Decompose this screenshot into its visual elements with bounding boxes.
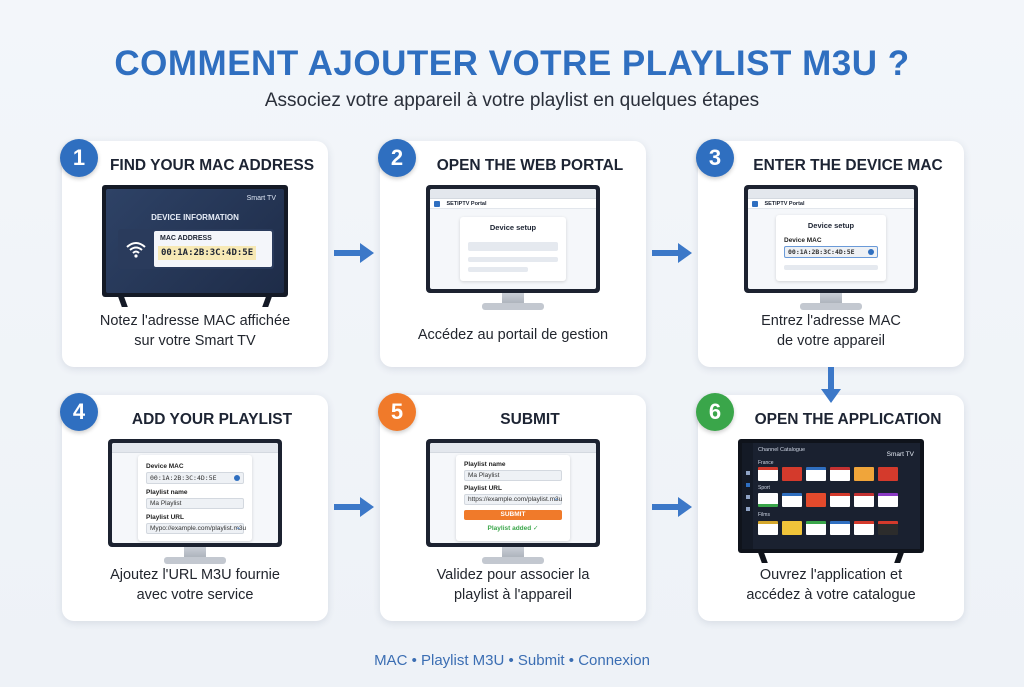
arrow-right-icon [652,497,692,517]
step-card-3: 3 ENTER THE DEVICE MAC SETIPTV Portal De… [696,139,964,367]
step-caption: Notez l'adresse MAC affichée sur votre S… [99,313,291,349]
portal-app-name: SETIPTV Portal [446,201,487,207]
link-icon: ⌁ [236,526,240,532]
channel-tile[interactable] [854,521,874,535]
smart-tv-illustration: Smart TV DEVICE INFORMATION MAC ADDRESS … [102,185,288,307]
channel-tile[interactable] [806,467,826,481]
channel-tile[interactable] [806,493,826,507]
arrow-down-icon [821,367,841,403]
step-heading: ADD YOUR PLAYLIST [131,411,293,428]
playlist-url-label: Playlist URL [146,514,184,521]
playlist-name-label: Playlist name [464,461,506,468]
step-number-badge: 2 [378,139,416,177]
channel-tile[interactable] [878,493,898,507]
arrow-right-icon [334,497,374,517]
step-card-4: 4 ADD YOUR PLAYLIST Device MAC 00:1A:2B:… [60,393,328,621]
channel-tile[interactable] [782,521,802,535]
channel-tile[interactable] [878,467,898,481]
channel-row [758,467,898,481]
arrow-right-icon [652,243,692,263]
step-number-badge: 1 [60,139,98,177]
playlist-name-field[interactable]: Ma Playlist [146,498,244,509]
playlist-url-label: Playlist URL [464,485,502,492]
step-number-badge: 3 [696,139,734,177]
playlist-url-field[interactable]: Mypo://example.com/playlist.m3u ⌁ [146,523,246,534]
submit-button[interactable]: SUBMIT [464,510,562,520]
step-caption: Ajoutez l'URL M3U fournie avec votre ser… [110,567,280,603]
channel-tile[interactable] [830,467,850,481]
step-number-badge: 6 [696,393,734,431]
page-subtitle: Associez votre appareil à votre playlist… [264,90,760,111]
channel-tile[interactable] [854,467,874,481]
channel-tile[interactable] [830,521,850,535]
tv-brand-label: Smart TV [246,195,276,202]
section-label: Sport [758,485,770,491]
channel-tile[interactable] [758,467,778,481]
device-mac-field[interactable]: 00:1A:2B:3C:4D:5E [784,246,878,258]
step-heading: OPEN THE WEB PORTAL [436,157,624,174]
channel-tile[interactable] [878,521,898,535]
step-heading: OPEN THE APPLICATION [754,411,942,428]
device-setup-heading: Device setup [807,221,855,230]
channel-tile[interactable] [830,493,850,507]
step-caption: Accédez au portail de gestion [417,327,609,343]
channel-tile[interactable] [758,493,778,507]
arrow-right-icon [334,243,374,263]
device-setup-heading: Device setup [489,223,537,232]
step-card-1: 1 FIND YOUR MAC ADDRESS Smart TV DEVICE … [60,139,328,367]
step-heading: FIND YOUR MAC ADDRESS [109,157,315,174]
check-circle-icon [868,249,874,255]
step-caption: Validez pour associer la playlist à l'ap… [436,567,590,603]
step-caption: Ouvrez l'application et accédez à votre … [746,567,916,603]
catalogue-sidebar [742,443,753,549]
mac-address-value: 00:1A:2B:3C:4D:5E [158,246,257,260]
wifi-icon [124,237,148,261]
computer-monitor: SETIPTV Portal Device setup Device MAC 0… [744,185,918,313]
computer-monitor: Device MAC 00:1A:2B:3C:4D:5E Playlist na… [108,439,282,567]
device-mac-label: Device MAC [146,463,184,470]
playlist-name-label: Playlist name [146,489,188,496]
step-card-6: 6 OPEN THE APPLICATION Channel Catalogue… [696,393,964,621]
catalogue-header: Channel Catalogue [758,447,806,453]
playlist-added-status: Playlist added ✓ [487,525,539,532]
channel-row [758,521,898,535]
channel-tile[interactable] [782,467,802,481]
check-circle-icon [234,475,240,481]
step-number-badge: 4 [60,393,98,431]
portal-logo-icon [434,201,440,207]
computer-monitor: Playlist name Ma Playlist Playlist URL h… [426,439,600,567]
channel-tile[interactable] [782,493,802,507]
step-heading: ENTER THE DEVICE MAC [753,157,943,174]
tv-brand-label: Smart TV [886,451,914,458]
portal-app-name: SETIPTV Portal [764,201,805,207]
channel-tile[interactable] [854,493,874,507]
smart-tv-catalogue-illustration: Channel Catalogue Smart TV France Sport [738,439,924,563]
section-label: Films [758,512,770,518]
mac-info-box: MAC ADDRESS 00:1A:2B:3C:4D:5E [118,229,274,269]
channel-tile[interactable] [758,521,778,535]
step-heading: SUBMIT [500,411,560,428]
channel-row [758,493,898,507]
mac-address-label: MAC ADDRESS [160,235,212,242]
playlist-url-field[interactable]: https://example.com/playlist.m3u ⌁ [464,494,562,505]
page-title: COMMENT AJOUTER VOTRE PLAYLIST M3U ? [114,44,910,83]
device-mac-field[interactable]: 00:1A:2B:3C:4D:5E [146,472,244,484]
link-icon: ⌁ [554,497,558,503]
step-number-badge: 5 [378,393,416,431]
computer-monitor: SETIPTV Portal Device setup [426,185,600,313]
step-caption: Entrez l'adresse MAC de votre appareil [761,313,901,349]
section-label: France [758,460,774,466]
footer-tagline: MAC • Playlist M3U • Submit • Connexion [374,652,650,669]
portal-logo-icon [752,201,758,207]
playlist-name-field[interactable]: Ma Playlist [464,470,562,481]
channel-tile[interactable] [806,521,826,535]
step-card-2: 2 OPEN THE WEB PORTAL SETIPTV Portal Dev… [378,139,646,367]
device-info-title: DEVICE INFORMATION [151,213,239,222]
device-mac-label: Device MAC [784,237,822,244]
step-card-5: 5 SUBMIT Playlist name Ma Playlist Playl… [378,393,646,621]
